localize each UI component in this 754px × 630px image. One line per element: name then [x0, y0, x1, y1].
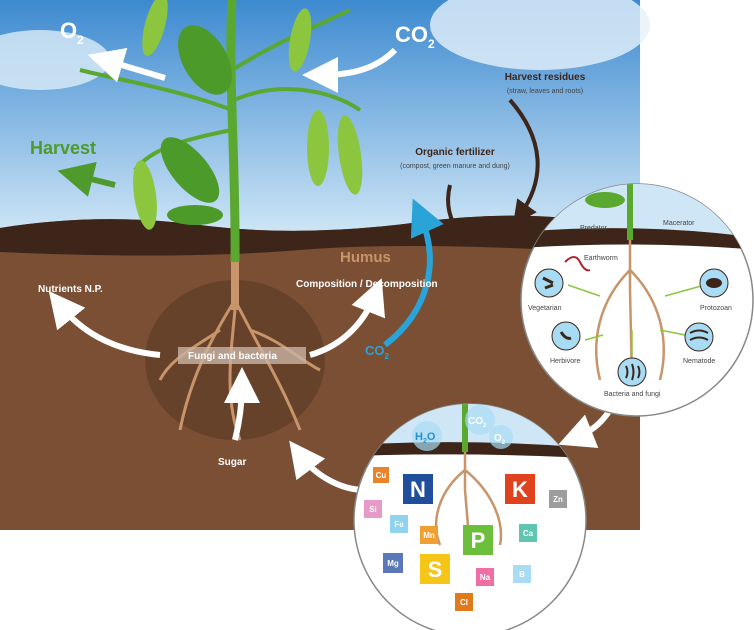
element-tile-ca	[519, 524, 537, 542]
element-symbol: Ca	[523, 529, 534, 538]
element-tile-p	[463, 525, 493, 555]
element-symbol: P	[471, 528, 486, 553]
residues-arrow	[508, 98, 540, 225]
co2-arrow	[302, 47, 398, 93]
element-tile-mn	[420, 526, 438, 544]
fertilizer-arrow	[443, 184, 467, 245]
o2-circle-label: O2	[494, 433, 506, 446]
element-symbol: Cl	[460, 598, 468, 607]
harvest-residues-label: Harvest residues	[505, 72, 586, 83]
harvest-label: Harvest	[30, 138, 96, 158]
co2-circle-label: CO2	[468, 416, 487, 429]
element-symbol: Fe	[394, 520, 404, 529]
circle-link-arrow	[558, 408, 613, 449]
element-tile-cu	[373, 467, 389, 483]
cloud	[0, 30, 110, 90]
element-tile-zn	[549, 490, 567, 508]
vegetarian-icon	[534, 268, 564, 298]
element-symbol: K	[512, 477, 528, 502]
h2o-label: H2O	[415, 431, 436, 445]
earthworm-label: Earthworm	[584, 255, 618, 262]
organic-fertilizer-note: (compost, green manure and dung)	[400, 163, 510, 170]
co2-label: CO2	[395, 22, 435, 51]
element-symbol: Mg	[387, 559, 399, 568]
element-symbol: S	[428, 557, 443, 582]
element-tile-na	[476, 568, 494, 586]
macerator-label: Macerator	[663, 220, 695, 227]
herbivore-label: Herbivore	[550, 358, 580, 365]
element-tile-b	[513, 565, 531, 583]
element-symbol: Na	[480, 573, 491, 582]
o2-arrow	[87, 47, 166, 83]
co2-soil-label: CO2	[365, 343, 390, 361]
element-tile-cl	[455, 593, 473, 611]
bacteria-fungi-label: Bacteria and fungi	[604, 391, 661, 398]
predator-label: Predator	[580, 225, 608, 232]
protozoan-label: Protozoan	[700, 305, 732, 312]
composition-label: Composition / Decomposition	[296, 279, 438, 290]
nematode-label: Nematode	[683, 358, 715, 365]
o2-bubble	[489, 425, 513, 449]
topsoil	[0, 215, 640, 256]
h2o-bubble	[412, 421, 442, 451]
nutrients-arrow	[48, 290, 161, 358]
fungi-bacteria-label: Fungi and bacteria	[188, 351, 277, 362]
cloud	[430, 0, 650, 70]
decomposition-arrow	[309, 278, 386, 358]
harvest-arrow	[57, 161, 116, 197]
element-tile-mg	[383, 553, 403, 573]
humus-label: Humus	[340, 249, 391, 266]
element-symbol: Mn	[423, 531, 435, 540]
sugar-label: Sugar	[218, 457, 246, 468]
element-tile-s	[420, 554, 450, 584]
bacteria-fungi-icon	[617, 357, 647, 387]
element-symbol: B	[519, 570, 525, 579]
element-symbol: Zn	[553, 495, 563, 504]
sugar-arrow	[223, 367, 260, 441]
nutrients-label: Nutrients N.P.	[38, 284, 103, 295]
co2-soil-arrow	[383, 198, 444, 348]
element-symbol: Cu	[376, 471, 387, 480]
vegetarian-label: Vegetarian	[528, 305, 562, 312]
harvest-residues-note: (straw, leaves and roots)	[507, 88, 583, 95]
element-symbol: Si	[369, 505, 377, 514]
element-tile-k	[505, 474, 535, 504]
element-tile-n	[403, 474, 433, 504]
element-symbol: N	[410, 477, 426, 502]
organic-fertilizer-label: Organic fertilizer	[415, 147, 495, 158]
element-tile-si	[364, 500, 382, 518]
o2-label: O2	[60, 18, 84, 47]
fungi-bacteria-box	[178, 347, 306, 364]
element-tile-fe	[390, 515, 408, 533]
co2-bubble	[465, 405, 495, 435]
